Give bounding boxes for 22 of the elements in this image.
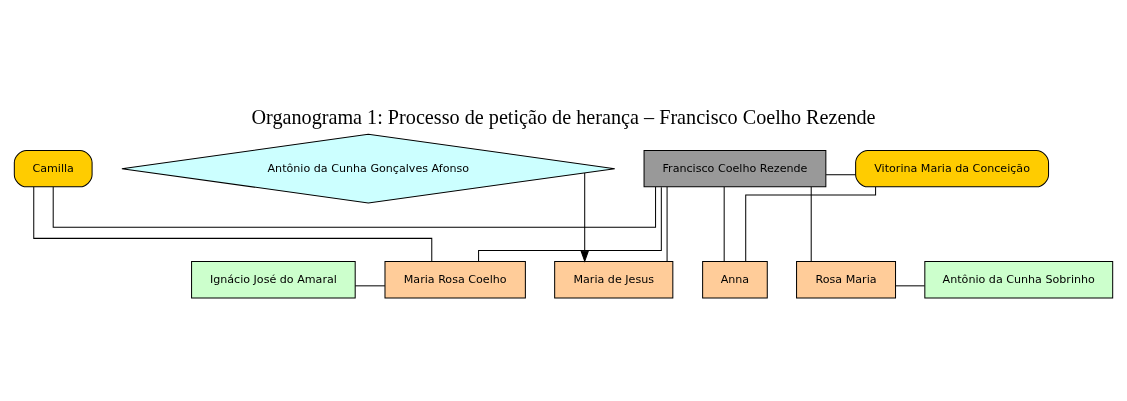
connector [825,173,857,175]
node-diamond: Antônio da Cunha Gonçalves Afonso [121,133,616,204]
connector [810,186,812,262]
connector [52,185,657,228]
node-box: Vitorina Maria da Conceição [855,149,1050,187]
connector [723,186,725,262]
connector [33,186,433,262]
connector [354,284,386,286]
node-box: Anna [702,260,768,298]
node-box: Antônio da Cunha Sobrinho [924,260,1114,298]
connector [745,185,877,262]
diagram-title: Organograma 1: Processo de petição de herança – Francisco Coelho Rezende [251,105,876,128]
node-box: Camilla [13,149,93,187]
arrow [580,171,589,263]
connector [895,284,926,286]
connector [666,186,668,262]
node-box: Francisco Coelho Rezende [643,149,827,187]
node-box: Ignácio José do Amaral [191,260,356,298]
node-box: Rosa Maria [796,260,897,298]
connector [478,186,662,262]
node-box: Maria Rosa Coelho [384,260,526,298]
node-box: Maria de Jesus [554,260,674,298]
